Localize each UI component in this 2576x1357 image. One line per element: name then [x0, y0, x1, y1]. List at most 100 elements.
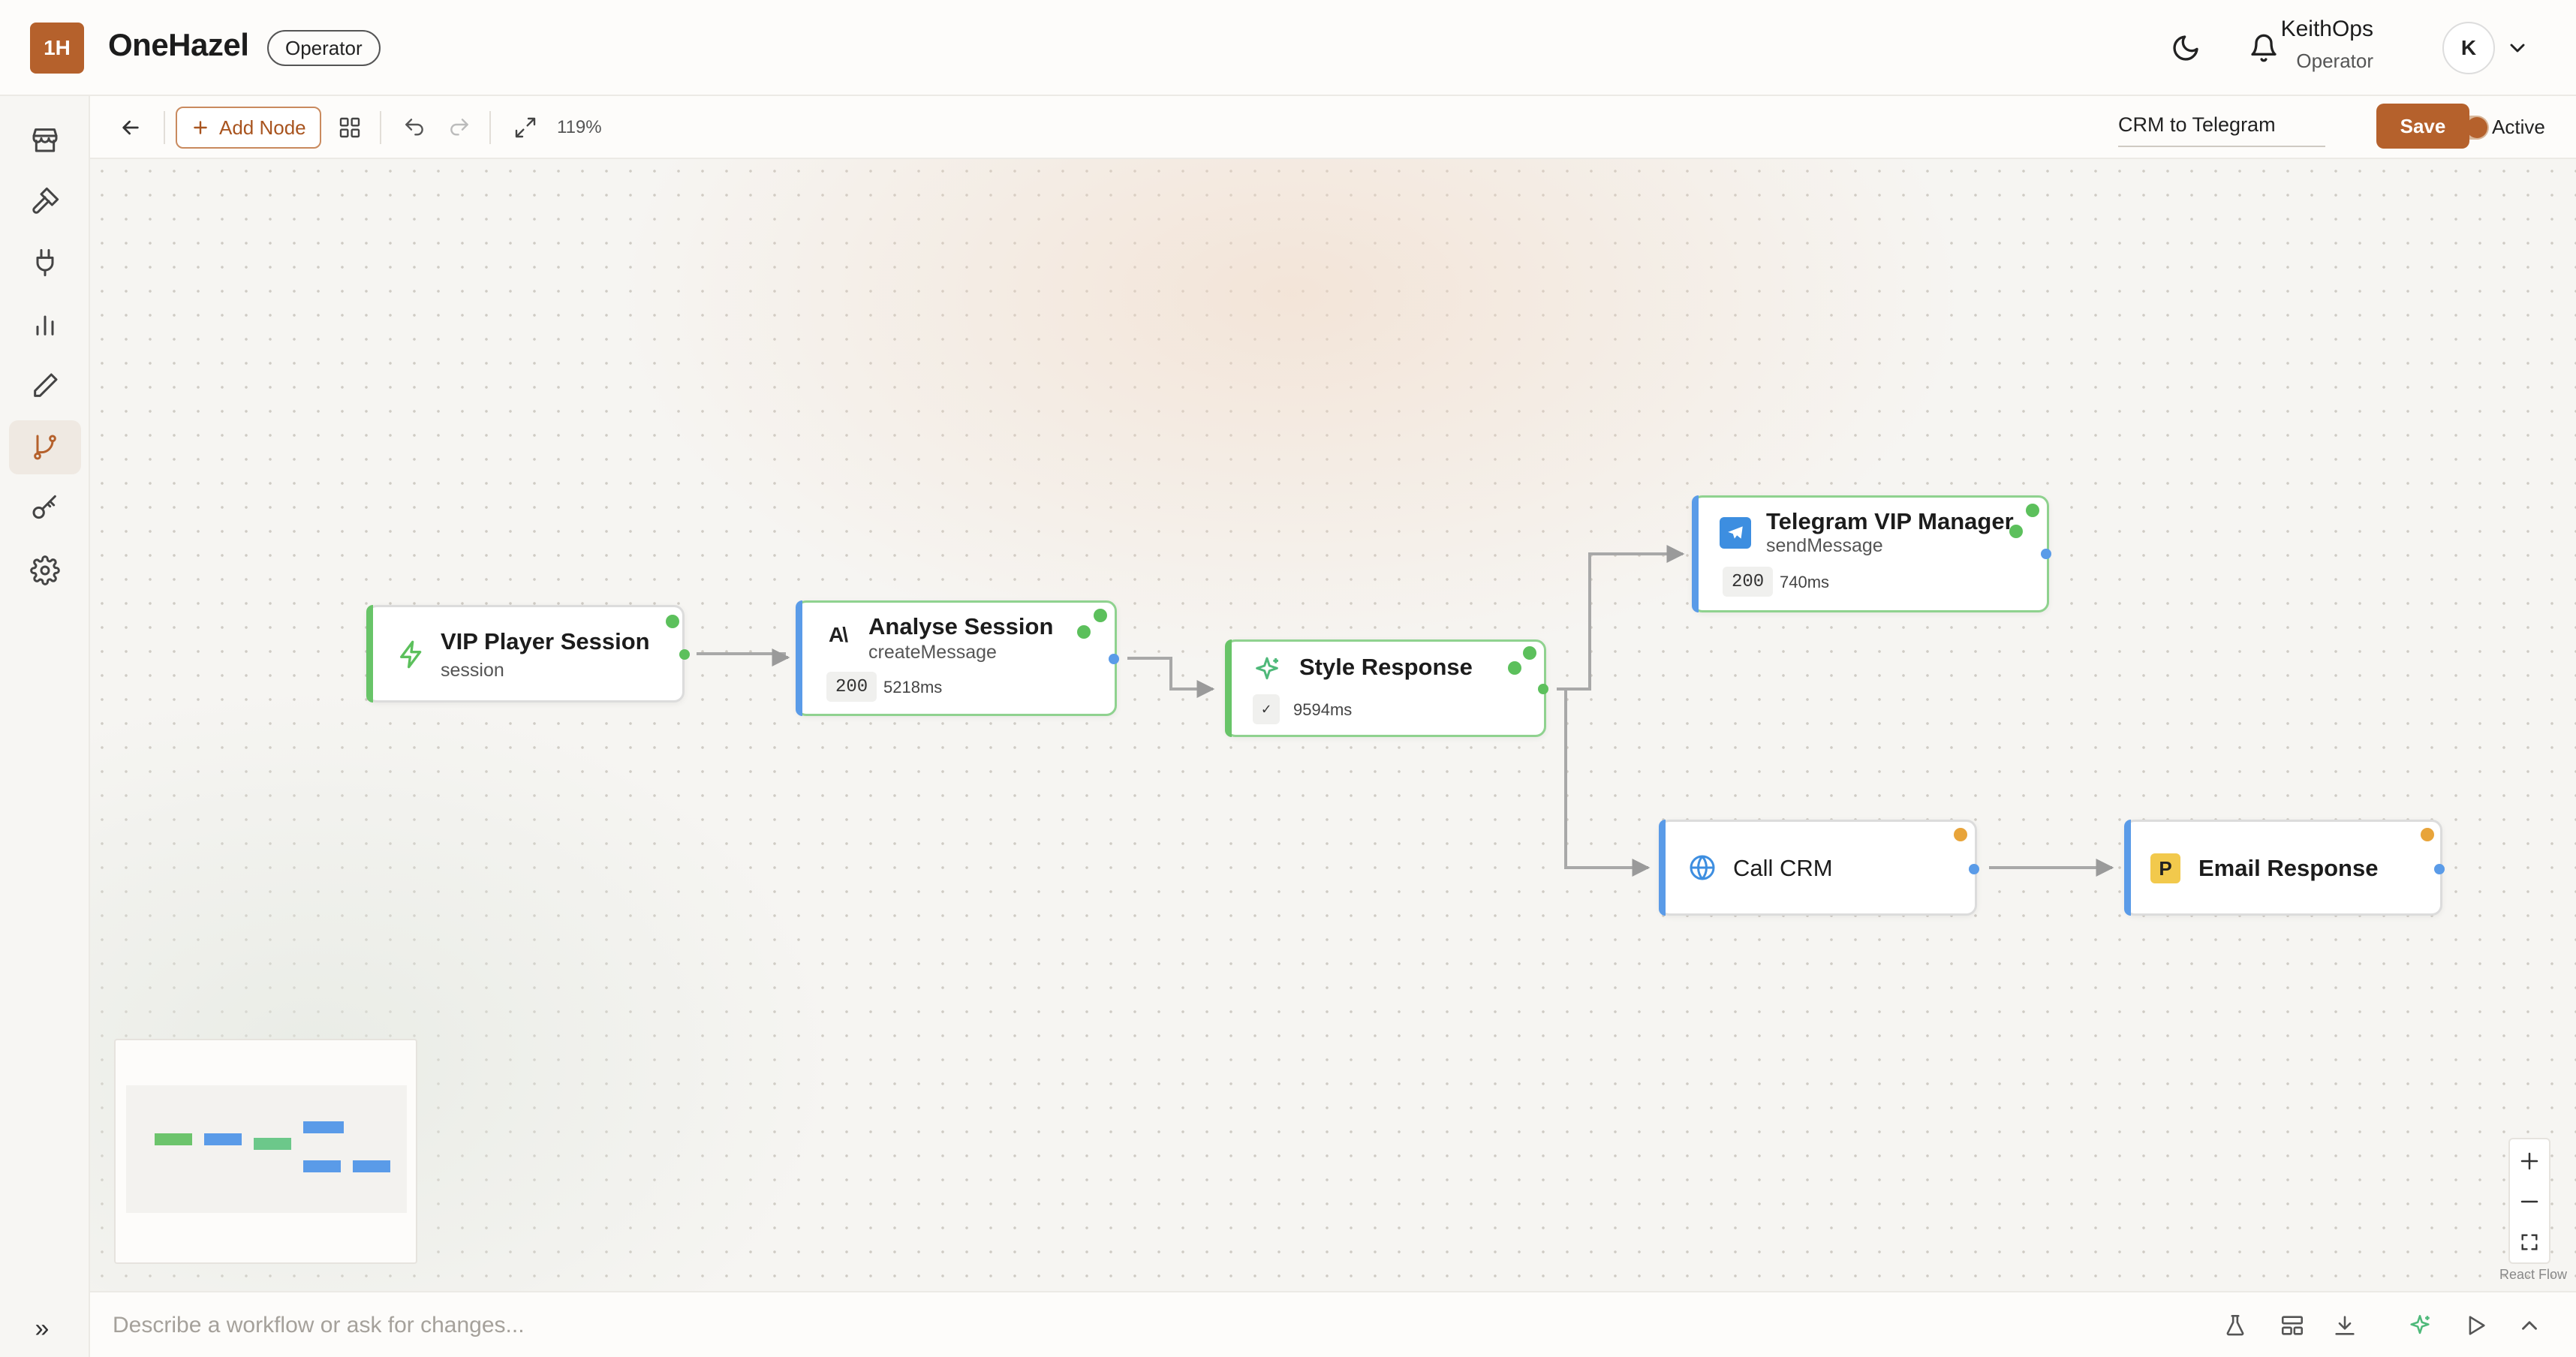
- edge-style-crm: [1557, 688, 1651, 877]
- response-time: 9594ms: [1293, 700, 1353, 719]
- sidebar-item-store[interactable]: [9, 113, 81, 167]
- notifications-bell-icon[interactable]: [2244, 29, 2283, 68]
- sidebar-item-keys[interactable]: [9, 482, 81, 536]
- toolbar-divider: [380, 111, 381, 144]
- output-handle[interactable]: [1109, 654, 1119, 664]
- minimap-viewport: [126, 1085, 407, 1213]
- zoom-out-icon[interactable]: [2510, 1181, 2549, 1222]
- sidebar-expand-icon[interactable]: »: [35, 1313, 50, 1343]
- status-dot: [1077, 625, 1091, 639]
- status-dot: [1954, 828, 1967, 841]
- chevron-up-icon[interactable]: [2511, 1307, 2547, 1343]
- node-accent-bar: [2124, 820, 2131, 916]
- status-dot: [1523, 646, 1536, 660]
- role-badge-label: Operator: [285, 36, 363, 59]
- toolbar-divider: [164, 111, 165, 144]
- ai-sparkle-icon[interactable]: [2402, 1307, 2438, 1343]
- hammer-icon: [32, 187, 59, 214]
- node-subtitle: session: [441, 660, 504, 681]
- layout-template-icon[interactable]: [2274, 1307, 2310, 1343]
- minimap-node: [254, 1138, 291, 1150]
- node-title: VIP Player Session: [441, 628, 650, 654]
- fit-view-icon[interactable]: [2510, 1222, 2549, 1262]
- sidebar: [0, 96, 90, 1357]
- p-badge-icon: P: [2150, 853, 2180, 883]
- add-node-label: Add Node: [219, 116, 306, 139]
- node-style-response[interactable]: Style Response ✓ 9594ms: [1225, 639, 1548, 737]
- edges-layer: [697, 545, 2114, 877]
- add-node-button[interactable]: Add Node: [176, 107, 321, 149]
- node-title: Telegram VIP Manager: [1766, 508, 2014, 534]
- response-code-badge: 200: [1723, 567, 1774, 597]
- sidebar-item-integrations[interactable]: [9, 236, 81, 290]
- flask-icon[interactable]: [2217, 1307, 2253, 1343]
- node-accent-bar: [1692, 495, 1699, 612]
- output-handle[interactable]: [2041, 549, 2051, 559]
- status-dot: [2026, 504, 2039, 517]
- output-handle[interactable]: [1969, 864, 1979, 874]
- node-accent-bar: [1225, 639, 1232, 737]
- minimap-node: [303, 1160, 341, 1172]
- node-title: Call CRM: [1733, 855, 1833, 881]
- node-telegram-vip-manager[interactable]: Telegram VIP Manager sendMessage 200 740…: [1692, 495, 2051, 612]
- node-accent-bar: [366, 605, 373, 703]
- undo-icon[interactable]: [396, 107, 432, 149]
- sparkle-icon: [1250, 652, 1284, 687]
- app-logo[interactable]: 1H: [30, 23, 84, 74]
- node-accent-bar: [1659, 820, 1666, 916]
- run-play-icon[interactable]: [2457, 1307, 2493, 1343]
- status-dot: [1094, 609, 1107, 622]
- theme-toggle-moon-icon[interactable]: [2166, 29, 2205, 68]
- user-name: KeithOps: [2280, 17, 2373, 41]
- zoom-controls: [2508, 1138, 2550, 1264]
- back-arrow-icon[interactable]: [110, 107, 152, 149]
- output-handle[interactable]: [1538, 684, 1548, 694]
- sidebar-item-workflows[interactable]: [9, 420, 81, 474]
- redo-icon[interactable]: [441, 107, 477, 149]
- chevron-down-icon[interactable]: [2505, 36, 2529, 60]
- sidebar-item-editor[interactable]: [9, 359, 81, 413]
- plus-icon: [194, 121, 207, 134]
- node-subtitle: createMessage: [868, 642, 997, 663]
- output-handle[interactable]: [2434, 864, 2445, 874]
- status-dot: [666, 615, 679, 628]
- workflow-canvas[interactable]: VIP Player Session session A\ Analyse Se…: [90, 159, 2576, 1291]
- response-time: 740ms: [1780, 573, 1830, 591]
- response-time: 5218ms: [883, 678, 943, 697]
- node-title: Style Response: [1299, 654, 1473, 680]
- node-analyse-session[interactable]: A\ Analyse Session createMessage 200 521…: [796, 600, 1119, 716]
- minimap-node: [353, 1160, 390, 1172]
- minimap-node: [303, 1121, 344, 1133]
- zoom-level: 119%: [557, 117, 602, 137]
- status-dot: [2009, 525, 2023, 538]
- status-dot: [2421, 828, 2434, 841]
- zoom-in-icon[interactable]: [2510, 1141, 2549, 1181]
- download-icon[interactable]: [2327, 1307, 2363, 1343]
- node-title: Analyse Session: [868, 613, 1054, 639]
- node-email-response[interactable]: P Email Response: [2124, 820, 2445, 916]
- fit-view-expand-icon[interactable]: [504, 107, 546, 149]
- minimap-node: [155, 1133, 192, 1145]
- react-flow-attribution[interactable]: React Flow: [2499, 1267, 2568, 1282]
- response-code-badge: 200: [826, 672, 877, 702]
- auto-layout-grid-icon[interactable]: [332, 107, 368, 149]
- edge-vip-analyse: [697, 648, 790, 666]
- workflow-name-input[interactable]: [2118, 104, 2325, 147]
- bar-chart-icon: [36, 315, 54, 335]
- node-call-crm[interactable]: Call CRM: [1659, 820, 1979, 916]
- sidebar-item-analytics[interactable]: [9, 297, 81, 351]
- save-button[interactable]: Save: [2376, 104, 2469, 149]
- minimap[interactable]: [114, 1039, 417, 1264]
- sidebar-item-tools[interactable]: [9, 174, 81, 228]
- plug-icon: [36, 248, 54, 277]
- node-subtitle: sendMessage: [1766, 535, 1883, 556]
- prompt-bar: [90, 1291, 2576, 1357]
- node-vip-player-session[interactable]: VIP Player Session session: [366, 605, 690, 703]
- app-title: OneHazel: [108, 27, 249, 62]
- sidebar-item-settings[interactable]: [9, 543, 81, 597]
- output-handle[interactable]: [679, 649, 690, 660]
- prompt-input[interactable]: [113, 1304, 2139, 1346]
- toolbar-divider: [489, 111, 491, 144]
- telegram-icon: [1720, 517, 1751, 549]
- avatar[interactable]: K: [2442, 22, 2495, 74]
